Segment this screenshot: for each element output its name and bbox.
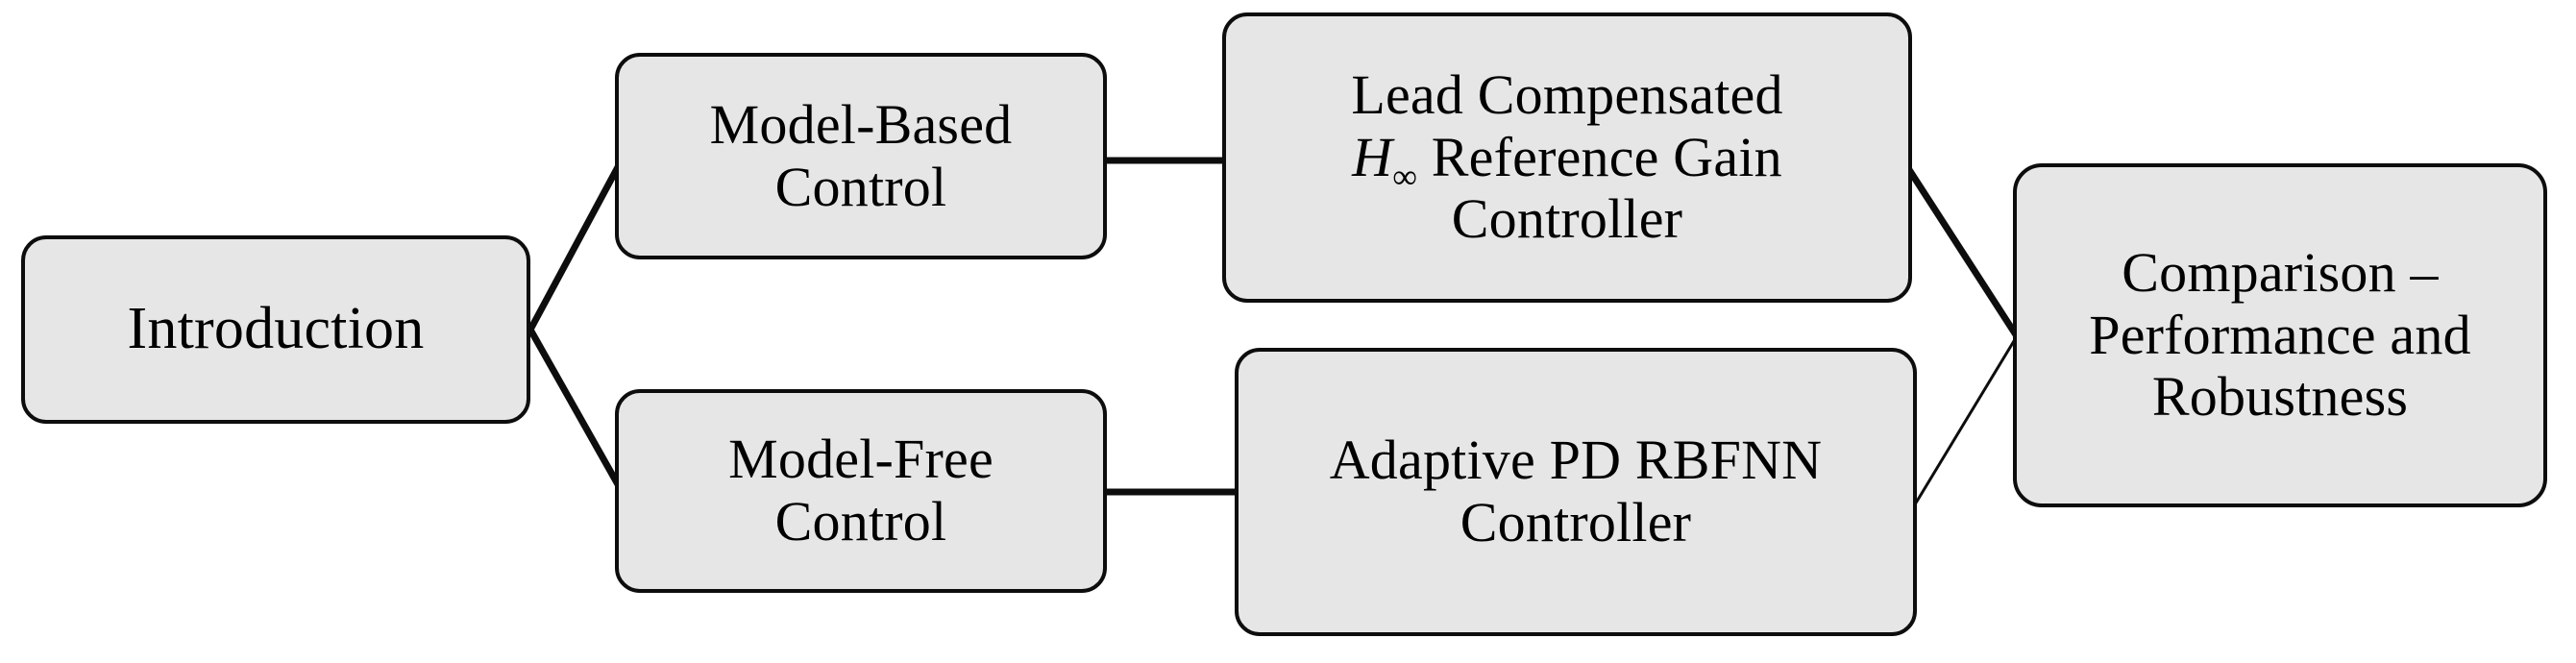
node-adaptive-pd-rbfnn-controller-label: Adaptive PD RBFNN Controller [1314, 429, 1838, 554]
node-comparison-label: Comparison – Performance and Robustness [2073, 240, 2487, 430]
edge-intro-to-model-based [527, 163, 623, 332]
edge-lead-to-comparison [1903, 163, 2020, 338]
node-model-based-line-2: Control [774, 155, 947, 218]
h-infinity-subscript: ∞ [1392, 157, 1418, 196]
node-adaptive-pd-rbfnn-controller[interactable]: Adaptive PD RBFNN Controller [1235, 348, 1917, 636]
node-lead-compensated-line-1: Lead Compensated [1351, 62, 1783, 126]
edge-intro-to-model-free [527, 328, 626, 495]
node-adaptive-pd-line-1: Adaptive PD RBFNN [1329, 429, 1823, 492]
node-comparison[interactable]: Comparison – Performance and Robustness [2013, 163, 2547, 507]
node-model-free-line-2: Control [774, 490, 947, 552]
node-model-free-line-1: Model-Free [728, 428, 994, 491]
h-infinity-variable: H [1352, 125, 1393, 188]
node-comparison-line-2: Performance and [2089, 303, 2471, 366]
node-lead-compensated-line-2-rest: Reference Gain [1417, 125, 1782, 188]
node-lead-compensated-controller[interactable]: Lead Compensated H∞ Reference Gain Contr… [1222, 12, 1912, 303]
edge-adaptive-to-comparison [1910, 335, 2019, 510]
node-lead-compensated-line-3: Controller [1451, 187, 1683, 251]
node-model-based-control[interactable]: Model-Based Control [615, 53, 1107, 259]
node-model-free-control-label: Model-Free Control [713, 428, 1009, 553]
node-comparison-line-3: Robustness [2151, 365, 2409, 429]
node-model-free-control[interactable]: Model-Free Control [615, 389, 1107, 593]
node-lead-compensated-controller-label: Lead Compensated H∞ Reference Gain Contr… [1336, 62, 1798, 252]
node-comparison-line-1: Comparison – [2122, 240, 2439, 304]
node-introduction[interactable]: Introduction [21, 235, 530, 424]
node-introduction-label: Introduction [127, 296, 425, 362]
node-model-based-control-label: Model-Based Control [695, 92, 1028, 219]
node-model-based-line-1: Model-Based [709, 92, 1013, 156]
node-adaptive-pd-line-2: Controller [1460, 491, 1692, 553]
